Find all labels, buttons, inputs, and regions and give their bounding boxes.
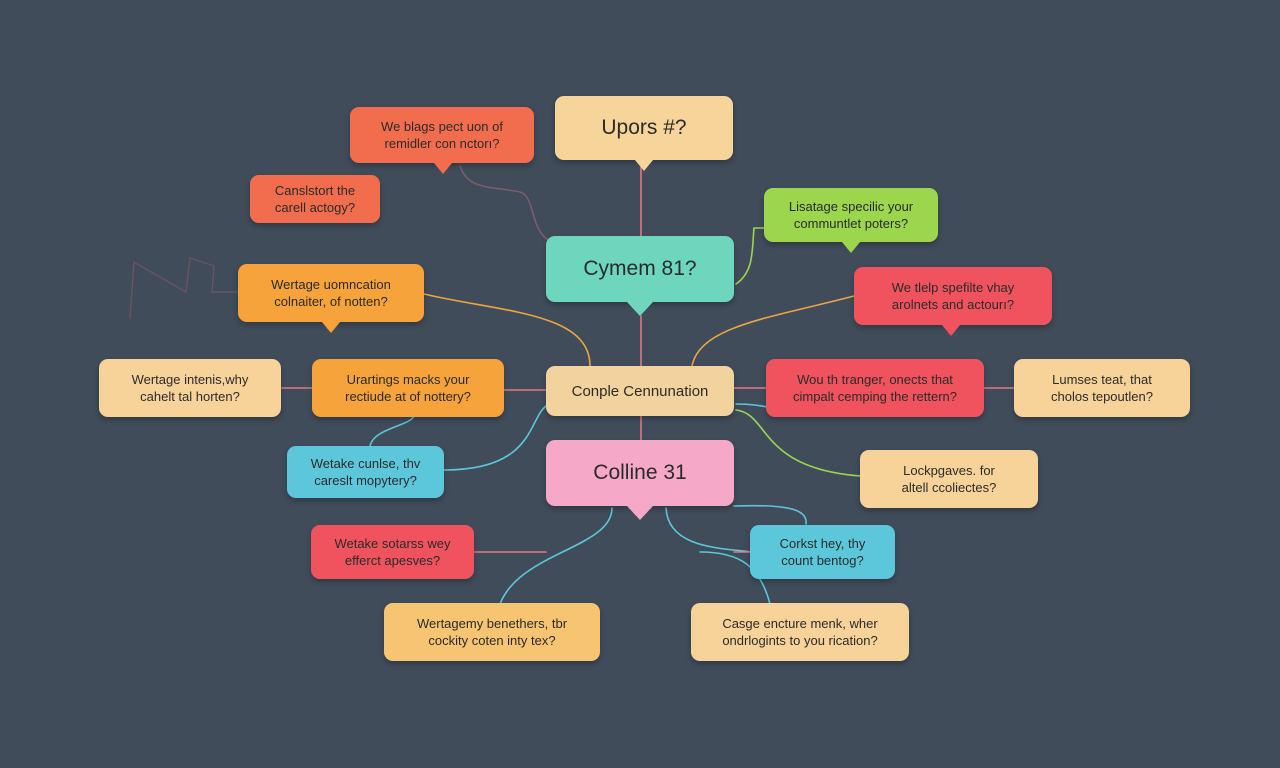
node-tail [842,242,860,253]
node-wou-th-text: Wou th tranger, onects that cimpalt cemp… [792,372,958,404]
node-canslstort-text: Canslstort the carell actogy? [274,183,356,215]
node-lumses: Lumses teat, that cholos tepoutlen? [1014,359,1190,417]
node-wertage-intenis-text: Wertage intenis,why cahelt tal horten? [131,372,249,404]
node-casge: Casge encture menk, wher ondrlogints to … [691,603,909,661]
link-colline-to-wertagemy [499,507,613,605]
node-lumses-text: Lumses teat, that cholos tepoutlen? [1051,372,1153,404]
node-casge-text: Casge encture menk, wher ondrlogints to … [722,616,878,648]
node-center: Conple Cennunation [546,366,734,416]
node-we-blags-text: We blags pect uon of remidler con nctorı… [381,119,503,151]
node-tail [635,160,653,171]
link-wetake-cunlse-up [369,415,415,447]
node-lockpgaves: Lockpgaves. for altell ccoliectes? [860,450,1038,508]
node-canslstort: Canslstort the carell actogy? [250,175,380,223]
link-wertage-uomnation-to-center [423,293,591,367]
node-tail [434,163,452,174]
node-lockpgaves-text: Lockpgaves. for altell ccoliectes? [901,463,997,495]
link-colline-to-casge [699,551,771,605]
node-colline-text: Colline 31 [593,461,687,484]
node-wertage-uomnation-text: Wertage uomncation colnaiter, of notten? [271,277,391,309]
node-center-text: Conple Cennunation [571,382,709,400]
node-top-question: Upors #? [555,96,733,171]
node-wertage-intenis: Wertage intenis,why cahelt tal horten? [99,359,281,417]
node-corkst: Corkst hey, thy count bentog? [750,525,895,579]
node-wou-th: Wou th tranger, onects that cimpalt cemp… [766,359,984,417]
node-tail [627,506,653,520]
node-tail [942,325,960,336]
node-wertagemy: Wertagemy benethers, tbr cockity coten i… [384,603,600,661]
node-usatage: Lisatage specilic your communtlet poters… [764,188,938,253]
node-wetake-sotarss-text: Wetake sotarss wey efferct apesves? [334,536,451,568]
link-wetlelp-to-center [691,295,855,367]
node-urartings: Urartings macks your rectiude at of nott… [312,359,504,417]
node-cymem: Cymem 81? [546,236,734,316]
node-tail [322,322,340,333]
node-wertagemy-text: Wertagemy benethers, tbr cockity coten i… [416,616,568,648]
node-we-tlelp-text: We tlelp spefilte vhay arolnets and acto… [891,280,1015,312]
node-urartings-text: Urartings macks your rectiude at of nott… [345,372,471,404]
node-wetake-cunlse-text: Wetake cunlse, thv careslt mopytery? [310,456,421,488]
link-colline-to-corkst [665,507,753,553]
link-center-to-wetake-cunlse [443,405,547,471]
node-wetake-sotarss: Wetake sotarss wey efferct apesves? [311,525,474,579]
node-tail [627,302,653,316]
link-colline-to-corkst-top [733,504,807,525]
decorative-scribble [129,257,239,319]
link-usatage-to-cymem [735,227,765,285]
node-wertage-uomnation: Wertage uomncation colnaiter, of notten? [238,264,424,333]
node-cymem-text: Cymem 81? [583,257,697,280]
link-weblags-to-cymem [459,165,549,241]
node-top-question-text: Upors #? [601,116,687,139]
node-wetake-cunlse: Wetake cunlse, thv careslt mopytery? [287,446,444,498]
node-usatage-text: Lisatage specilic your communtlet poters… [788,199,914,231]
node-we-tlelp: We tlelp spefilte vhay arolnets and acto… [854,267,1052,336]
link-center-to-lockpgaves [735,409,861,477]
node-colline: Colline 31 [546,440,734,520]
node-corkst-text: Corkst hey, thy count bentog? [779,536,866,568]
node-we-blags: We blags pect uon of remidler con nctorı… [350,107,534,174]
